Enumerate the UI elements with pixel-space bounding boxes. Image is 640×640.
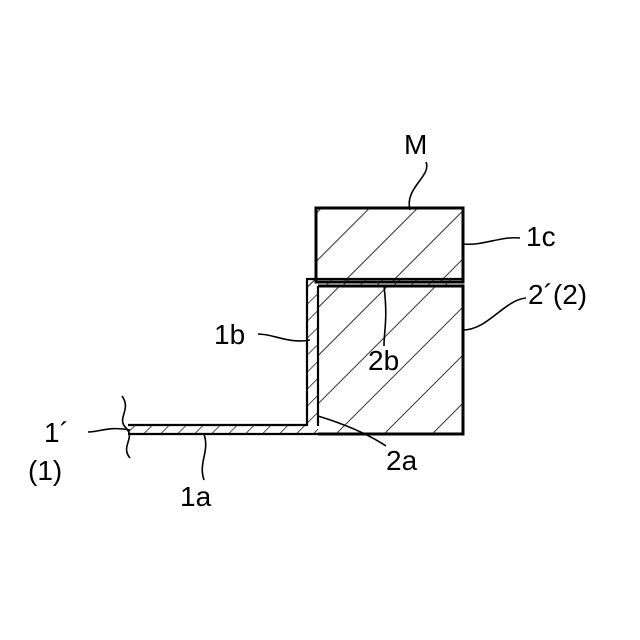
leader-2prime [463, 298, 526, 330]
label-1-prime: 1´ [44, 417, 69, 448]
label-paren-1: (1) [28, 455, 62, 486]
leader-1c [463, 238, 520, 245]
sheet-top-strip [307, 279, 463, 286]
label-m: M [404, 129, 427, 160]
label-1b: 1b [214, 319, 245, 350]
leader-1b [258, 334, 310, 341]
block-m [316, 208, 463, 282]
label-1c: 1c [526, 221, 556, 252]
label-2-prime-2: 2´(2) [528, 279, 587, 310]
leader-m [409, 162, 427, 210]
sheet-1b-vertical [307, 278, 318, 426]
label-1a: 1a [180, 481, 212, 512]
label-2b: 2b [368, 345, 399, 376]
label-2a: 2a [386, 445, 418, 476]
leader-1a [202, 434, 205, 480]
leader-1prime [88, 429, 130, 432]
